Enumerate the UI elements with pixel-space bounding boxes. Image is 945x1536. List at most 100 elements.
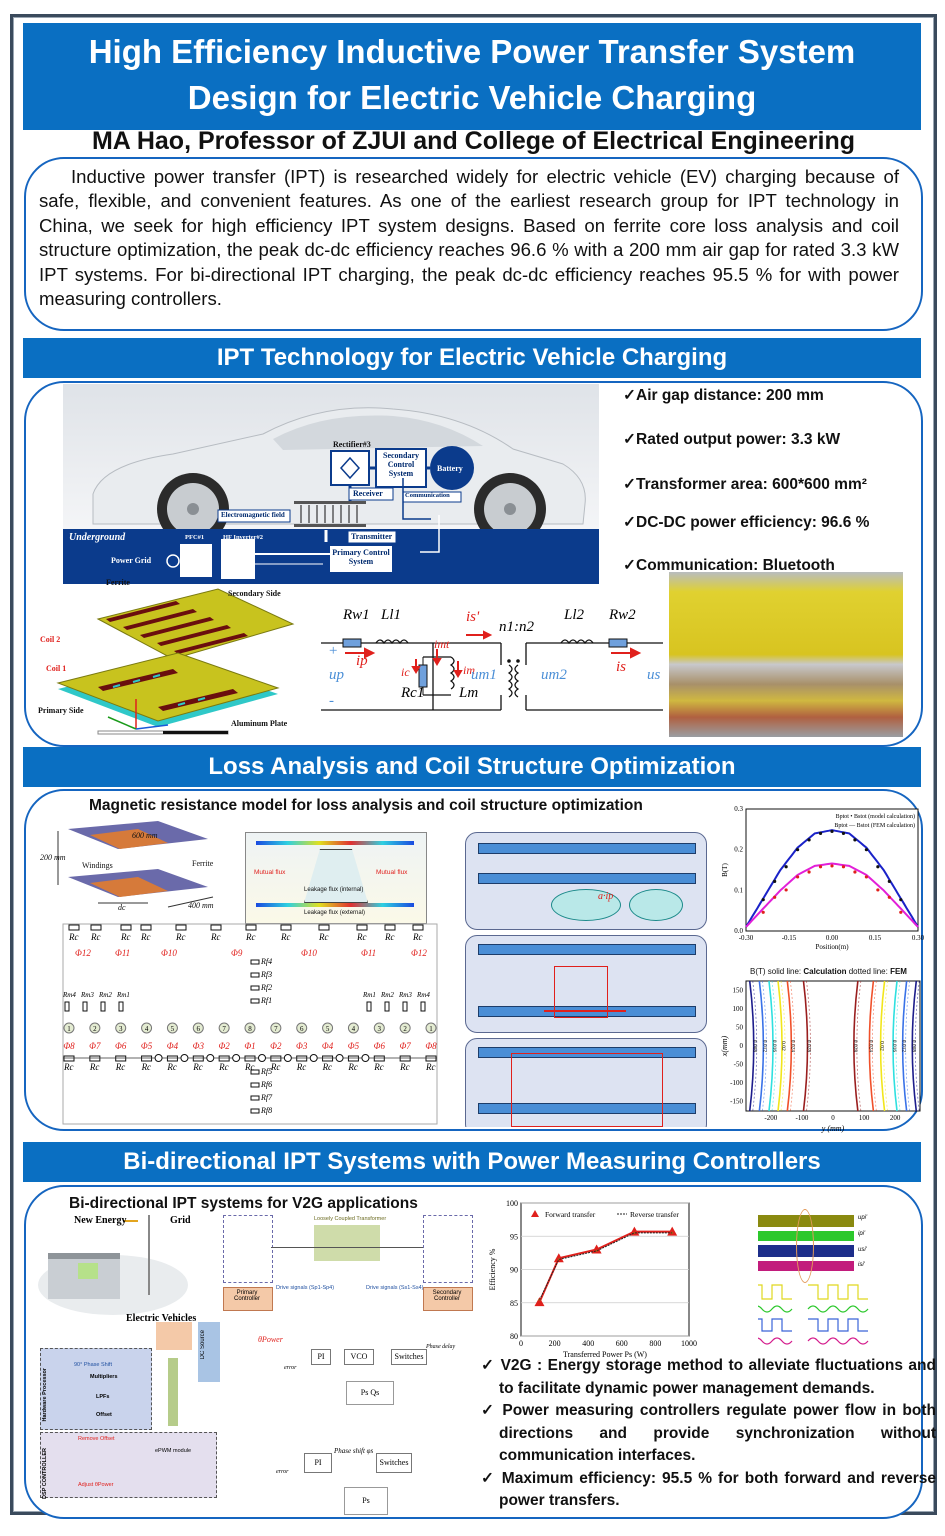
- contour-line: [892, 980, 898, 1112]
- contour-line: [901, 980, 908, 1112]
- resistor-rc: [63, 1055, 75, 1062]
- label-coil1: Coil 1: [46, 664, 67, 673]
- contour-line: [911, 980, 918, 1112]
- label-turns-ratio: n1:n2: [499, 619, 534, 635]
- x-axis-label: y (mm): [821, 1124, 845, 1133]
- label-drive-secondary: Drive signals (Ss1-Ss4): [366, 1285, 424, 1291]
- contour-label: 0.024: [867, 1040, 873, 1053]
- flux-label: Φ12: [411, 948, 427, 958]
- x-tick-label: 600: [616, 1339, 628, 1348]
- switches-block-1: Switches: [391, 1349, 427, 1365]
- check-icon: ✓: [623, 431, 636, 448]
- label-rf: Rf7: [260, 1093, 273, 1102]
- flux-label: Φ11: [115, 948, 130, 958]
- resistor-rc: [347, 1055, 359, 1062]
- flux-label: Φ4: [322, 1041, 334, 1051]
- pi-block-2: PI: [304, 1453, 332, 1473]
- contour-label: 0.02: [879, 1041, 885, 1051]
- resistor-rf: [250, 1095, 260, 1101]
- contour-line: [786, 980, 793, 1112]
- resistor-rc: [412, 924, 424, 931]
- network-frame: [62, 923, 438, 1125]
- y-tick-label: 150: [733, 986, 744, 994]
- flux-label: Φ3: [296, 1041, 308, 1051]
- label-um1: um1: [471, 667, 497, 683]
- resistor-rc: [89, 1055, 101, 1062]
- label-rm: Rm2: [380, 991, 394, 999]
- label-up: up: [329, 667, 344, 683]
- label-rc: Rc: [412, 932, 423, 942]
- contour-chart: B(T) solid line: Calculation dotted line…: [718, 967, 928, 1137]
- node-number: 7: [274, 1025, 278, 1033]
- resistor-rc: [218, 1055, 230, 1062]
- contour-line-fem: [883, 980, 888, 1112]
- label-pfc: PFC#1: [185, 534, 205, 541]
- resistor-rc: [140, 924, 152, 931]
- label-rc: Rc: [210, 932, 221, 942]
- data-point: [807, 870, 811, 874]
- x-tick-label: 800: [649, 1339, 661, 1348]
- contour-line-fem: [895, 980, 901, 1112]
- label-rc: Rc: [140, 932, 151, 942]
- y-tick-label: -50: [734, 1061, 744, 1069]
- contour-line: [879, 980, 886, 1112]
- contour-line-fem: [871, 980, 877, 1112]
- resistor-rm: [64, 1001, 70, 1012]
- data-point: [818, 831, 823, 835]
- label-rc: Rc: [244, 1062, 255, 1072]
- label-drive-primary: Drive signals (Sp1-Sp4): [276, 1285, 335, 1291]
- pq-block: Ps Qs: [346, 1381, 394, 1405]
- section2-subtitle: Magnetic resistance model for loss analy…: [89, 797, 643, 814]
- label-mutual-flux-right: Mutual flux: [376, 869, 408, 876]
- contour-line-fem: [771, 980, 777, 1112]
- y-tick-label: 100: [733, 1005, 744, 1013]
- label-rc: Rc: [425, 1062, 436, 1072]
- vco-block: VCO: [344, 1349, 374, 1365]
- plot-area: [745, 980, 921, 1112]
- primary-controller-box: [223, 1287, 273, 1311]
- section-banner-loss: Loss Analysis and Coil Structure Optimiz…: [23, 747, 921, 787]
- label-aluminum-plate: Aluminum Plate: [231, 719, 288, 728]
- node-number: 5: [171, 1025, 175, 1033]
- node-number: 3: [378, 1025, 382, 1033]
- x-tick-label: 0.15: [869, 934, 882, 942]
- flux-label: Φ6: [115, 1041, 127, 1051]
- node-number: 5: [326, 1025, 330, 1033]
- resistor-rm: [384, 1001, 390, 1012]
- check-icon: ✓: [481, 1402, 497, 1419]
- node-number: 4: [145, 1025, 149, 1033]
- data-point: [773, 895, 777, 899]
- label-rf: Rf5: [260, 1067, 272, 1076]
- data-point: [864, 848, 868, 852]
- contour-line-fem: [914, 980, 920, 1112]
- resistor-rc: [322, 1055, 334, 1062]
- y-tick-label: -150: [730, 1098, 743, 1106]
- inverter-box: [156, 1322, 192, 1350]
- label-rc: Rc: [175, 932, 186, 942]
- minus-sign: -: [329, 693, 334, 709]
- spec-item: ✓Communication: Bluetooth: [623, 557, 835, 574]
- resistor-rc: [356, 924, 368, 931]
- resistor-rf: [250, 985, 260, 991]
- dsp-controller-box: [40, 1432, 217, 1498]
- label-rc: Rc: [296, 1062, 307, 1072]
- resistor-rc: [399, 1055, 411, 1062]
- contour-label: 0.008: [910, 1040, 916, 1053]
- y-tick-label: 0.0: [734, 927, 743, 935]
- contour-line: [802, 980, 809, 1112]
- waveform-scope: upi' ipi' usi' isi': [758, 1207, 923, 1347]
- data-point: [830, 829, 834, 833]
- label-rc: Rc: [356, 932, 367, 942]
- y-tick-label: -100: [730, 1079, 743, 1087]
- node-number: 2: [93, 1025, 97, 1033]
- x-tick-label: 0.00: [826, 934, 839, 942]
- resistor-rf: [250, 959, 260, 965]
- x-tick-label: -200: [764, 1114, 777, 1122]
- node-number: 8: [248, 1025, 252, 1033]
- resistor-rm: [100, 1001, 106, 1012]
- contour-line-fem: [806, 980, 811, 1112]
- node-marker: [244, 1022, 256, 1034]
- label-rc: Rc: [141, 1062, 152, 1072]
- contour-label: 0.012: [901, 1040, 907, 1053]
